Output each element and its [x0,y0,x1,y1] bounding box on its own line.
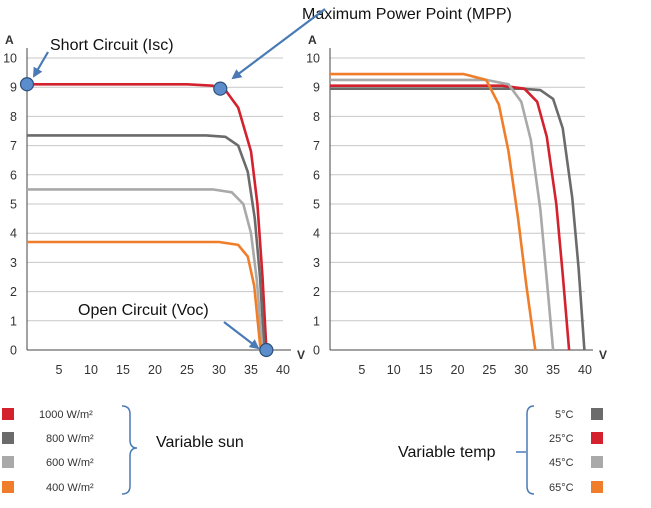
right-ytick-0: 0 [313,344,320,358]
legend-label-600: 600 W/m² [46,457,94,469]
legend-label-400: 400 W/m² [46,482,94,494]
left-point-maximum-power-point-mpp [213,81,228,96]
temp-bracket [526,405,535,495]
legend-label-1000: 1000 W/m² [39,409,93,421]
left-ytick-7: 7 [10,139,17,153]
temperature-iv-chart: 0 1 2 3 4 5 6 7 8 9 10 5 10 15 20 25 30 35 40 A V [306,33,607,377]
left-series-600-w-m [27,188,264,351]
left-ylabel: A [5,33,14,47]
irradiance-iv-chart: 0 1 2 3 4 5 6 7 8 9 10 5 10 15 20 25 30 35 40 A V [3,33,305,377]
mpp-arrow [231,8,326,80]
right-series-5-c [330,87,586,351]
left-point-open-circuit-voc [259,342,274,358]
sun-group-label: Variable sun [156,434,244,451]
voc-arrow [223,321,260,350]
left-series-800-w-m [27,134,266,351]
right-xtick-40: 40 [578,363,592,377]
left-ytick-4: 4 [10,227,17,241]
left-xtick-20: 20 [148,363,162,377]
left-ytick-6: 6 [10,168,17,182]
isc-arrow [32,51,49,78]
right-series-65-c [330,72,537,351]
left-series-400-w-m [27,240,262,351]
left-xtick-15: 15 [116,363,130,377]
left-point-short-circuit-isc [19,77,35,92]
right-xtick-25: 25 [482,363,496,377]
legend-swatch-600 [2,456,14,468]
right-ytick-3: 3 [313,256,320,270]
left-xtick-40: 40 [276,363,290,377]
right-xtick-20: 20 [451,363,465,377]
legend-swatch-25c [591,432,603,444]
legend-label-65c: 65°C [549,482,574,494]
right-xtick-35: 35 [546,363,560,377]
right-ytick-5: 5 [313,198,320,212]
right-xlabel: V [599,348,607,362]
legend-swatch-1000 [2,408,14,420]
right-ytick-10: 10 [306,52,320,66]
legend-swatch-45c [591,456,603,468]
left-xtick-10: 10 [84,363,98,377]
mpp-annotation: Maximum Power Point (MPP) [302,6,512,23]
legend-sun: 1000 W/m² 800 W/m² 600 W/m² 400 W/m² Var… [2,405,244,495]
legend-swatch-400 [2,481,14,493]
left-ytick-5: 5 [10,198,17,212]
legend-swatch-65c [591,481,603,493]
left-series-1000-w-m [27,83,268,351]
legend-label-800: 800 W/m² [46,433,94,445]
left-ytick-9: 9 [10,81,17,95]
right-ytick-7: 7 [313,139,320,153]
left-xlabel: V [297,348,305,362]
left-ytick-0: 0 [10,344,17,358]
left-xtick-5: 5 [56,363,63,377]
right-ytick-6: 6 [313,168,320,182]
legend-label-5c: 5°C [555,409,574,421]
legend-label-25c: 25°C [549,433,574,445]
right-series-45-c [330,78,555,351]
voc-annotation: Open Circuit (Voc) [78,302,209,319]
legend-temp: Variable temp 5°C 25°C 45°C 65°C [398,405,603,495]
right-ytick-4: 4 [313,227,320,241]
left-xtick-25: 25 [180,363,194,377]
right-xtick-15: 15 [419,363,433,377]
right-series-25-c [330,84,571,351]
left-ytick-8: 8 [10,110,17,124]
legend-swatch-5c [591,408,603,420]
right-ytick-2: 2 [313,285,320,299]
annotations: Maximum Power Point (MPP) Short Circuit … [32,6,512,350]
temp-group-label: Variable temp [398,444,496,461]
left-ytick-3: 3 [10,256,17,270]
isc-annotation: Short Circuit (Isc) [50,37,174,54]
left-ytick-1: 1 [10,314,17,328]
left-xtick-35: 35 [244,363,258,377]
right-xtick-5: 5 [358,363,365,377]
left-xtick-30: 30 [212,363,226,377]
right-ytick-9: 9 [313,81,320,95]
sun-bracket [121,405,138,495]
right-ytick-8: 8 [313,110,320,124]
left-ytick-2: 2 [10,285,17,299]
left-ytick-10: 10 [3,52,17,66]
right-ytick-1: 1 [313,314,320,328]
right-xtick-30: 30 [514,363,528,377]
right-ylabel: A [308,33,317,47]
legend-label-45c: 45°C [549,457,574,469]
right-xtick-10: 10 [387,363,401,377]
legend-swatch-800 [2,432,14,444]
